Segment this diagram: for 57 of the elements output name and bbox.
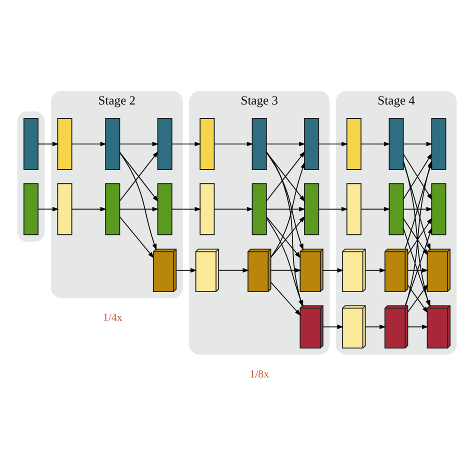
node-box: [105, 118, 120, 170]
node-box: [304, 118, 320, 170]
arrow: [407, 268, 428, 273]
arrow: [365, 268, 386, 273]
arrow: [266, 152, 304, 250]
node-box: [23, 118, 39, 170]
arrow: [407, 324, 428, 330]
arrow: [360, 206, 390, 212]
arrow: [218, 268, 250, 273]
label: 1/8x: [250, 368, 270, 381]
arrow: [72, 142, 107, 146]
label: 1/4x: [102, 312, 122, 324]
node-box: [157, 118, 172, 170]
arrow: [176, 268, 197, 273]
node-box: [388, 183, 404, 236]
arrow: [318, 206, 348, 212]
node-box: [23, 183, 39, 236]
arrow: [403, 206, 433, 212]
node-box: [346, 118, 362, 170]
node-box: [200, 183, 215, 236]
node-box: [105, 183, 120, 236]
arrow: [38, 142, 59, 146]
arrow: [214, 206, 254, 212]
node-box: [200, 118, 215, 170]
arrow: [266, 142, 306, 146]
node-box: [431, 183, 446, 236]
arrow: [38, 206, 59, 212]
arrow: [119, 142, 159, 146]
arrow: [403, 218, 428, 256]
node-box: [252, 118, 267, 170]
arrow: [407, 218, 432, 255]
arrow: [172, 142, 202, 146]
arrow: [172, 206, 202, 212]
node-box: [388, 118, 404, 170]
node-box: [57, 183, 72, 236]
node-box: [431, 118, 446, 170]
arrow: [266, 206, 306, 212]
arrow: [214, 142, 254, 146]
node-box: [252, 183, 267, 236]
arrow: [318, 142, 348, 146]
arrow: [322, 324, 344, 330]
arrow: [72, 206, 107, 212]
cluster: [17, 111, 45, 242]
arrow: [119, 152, 157, 250]
arrow: [322, 268, 344, 273]
arrow: [270, 162, 305, 258]
arrow: [119, 206, 159, 212]
arrow: [360, 142, 390, 146]
node-box: [346, 183, 362, 236]
arrow: [270, 268, 302, 273]
arrow: [119, 216, 154, 258]
arrow: [270, 282, 301, 316]
arrow: [365, 324, 386, 330]
node-box: [57, 118, 72, 170]
node-box: [304, 183, 320, 236]
arrow: [403, 142, 433, 146]
node-box: [157, 183, 172, 236]
